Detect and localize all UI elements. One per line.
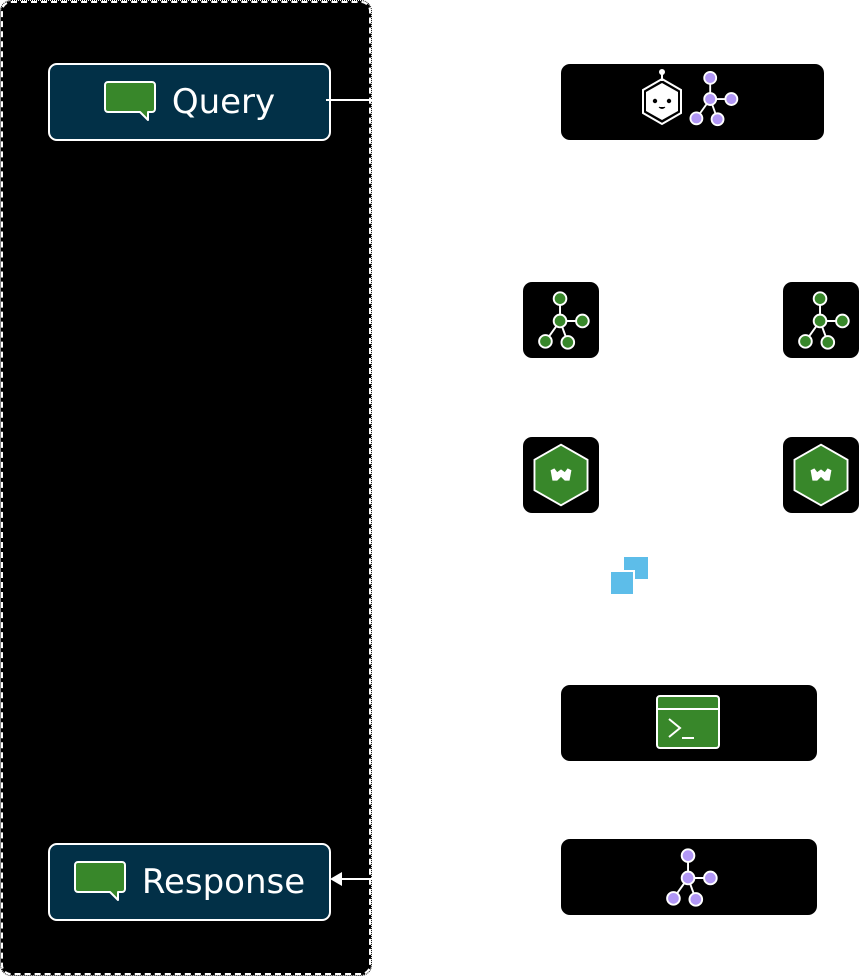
- graph-nodes-icon: [688, 70, 738, 127]
- agent-icons: [641, 69, 738, 127]
- terminal-icon: [656, 695, 720, 749]
- weaviate-hexagon-icon: [533, 443, 589, 507]
- chat-bubble-icon: [73, 861, 126, 901]
- robot-agent-icon: [641, 69, 682, 126]
- graph-nodes-icon: [538, 291, 590, 350]
- weaviate-hexagon-icon: [793, 443, 849, 507]
- arrowhead-icon: [330, 872, 342, 886]
- response-connector-arrow: [330, 872, 374, 886]
- output-graph-tile[interactable]: [561, 839, 817, 915]
- graph-nodes-icon: [798, 291, 850, 350]
- database-tile-left[interactable]: [523, 437, 599, 513]
- agent-tile[interactable]: [561, 64, 824, 140]
- query-node[interactable]: Query: [48, 63, 331, 141]
- graph-tile-left[interactable]: [523, 282, 599, 358]
- graph-tile-right[interactable]: [783, 282, 859, 358]
- chat-bubble-icon: [103, 81, 156, 121]
- pipeline-panel: Query Response: [0, 0, 372, 976]
- copy-squares-icon: [610, 557, 648, 596]
- terminal-tile[interactable]: [561, 685, 817, 761]
- query-label: Query: [171, 82, 276, 122]
- response-node[interactable]: Response: [48, 843, 331, 921]
- database-tile-right[interactable]: [783, 437, 859, 513]
- response-label: Response: [141, 862, 306, 902]
- query-connector-line: [326, 99, 372, 101]
- graph-nodes-icon: [666, 848, 718, 907]
